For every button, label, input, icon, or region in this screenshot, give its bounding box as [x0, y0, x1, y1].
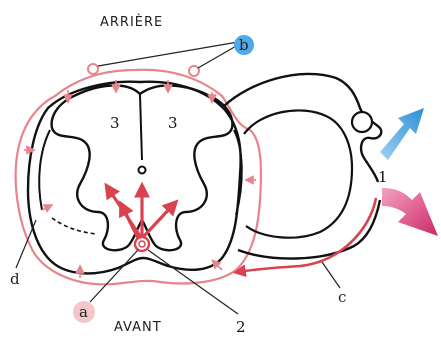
dorsal-median-septum	[140, 95, 142, 160]
pointer-line-d	[16, 220, 36, 268]
anterior-fissure-left	[52, 218, 96, 234]
pia-mater-outline	[16, 70, 261, 285]
posterior-spinal-artery-right	[189, 66, 199, 76]
anterior-spinal-artery-inner	[139, 241, 145, 247]
label-b: b	[239, 36, 249, 54]
posterior-label: ARRIÈRE	[100, 14, 163, 30]
label-a: a	[79, 303, 88, 321]
magenta-efferent-arrow	[382, 188, 438, 236]
central-branch-arrows	[108, 188, 174, 238]
label-c: c	[338, 288, 346, 306]
pointer-line-b-right	[198, 45, 238, 68]
dorsal-root-ganglion	[352, 112, 372, 132]
blue-afferent-arrow	[380, 108, 424, 160]
posterior-spinal-artery-left	[88, 64, 98, 74]
pointer-line-b-left	[98, 42, 238, 66]
label-two: 2	[236, 318, 246, 336]
lateral-column-left	[39, 130, 50, 210]
pointer-line-a	[90, 250, 138, 302]
central-canal	[139, 167, 146, 174]
label-one: 1	[378, 168, 388, 186]
label-three-left: 3	[110, 114, 120, 132]
label-three-right: 3	[168, 114, 178, 132]
label-d: d	[10, 270, 20, 288]
anterior-label: AVANT	[114, 320, 162, 335]
pointer-line-c	[322, 262, 340, 288]
